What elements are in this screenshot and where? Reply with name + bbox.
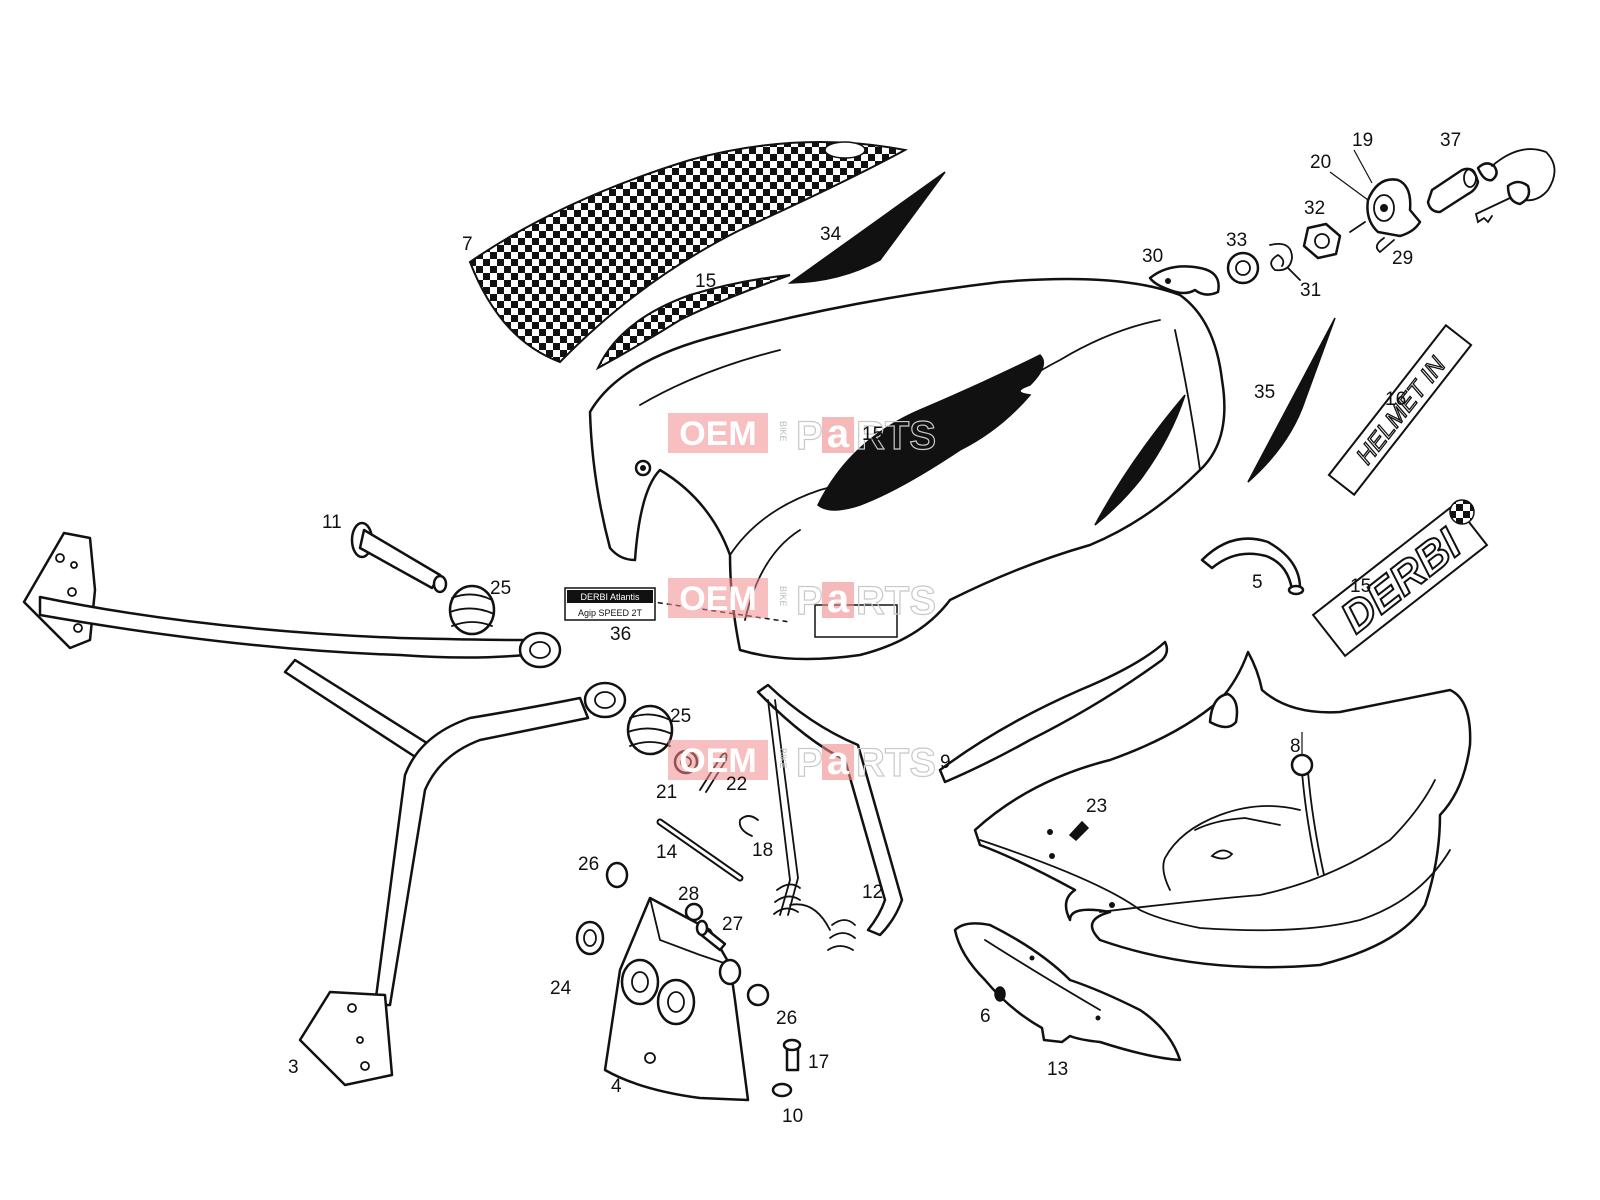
checkered-decal (468, 141, 908, 364)
callout-31: 31 (1300, 280, 1321, 301)
bush-26-upper (605, 861, 629, 889)
callout-26-a: 26 (578, 854, 599, 875)
lock-body-19-20-29 (1349, 178, 1422, 254)
callout-9: 9 (940, 752, 951, 773)
callout-12: 12 (862, 882, 883, 903)
callout-26-b: 26 (776, 1008, 797, 1029)
frame-3 (22, 531, 627, 1087)
bolt-11 (350, 521, 448, 594)
ignition-key-set-37 (1426, 148, 1556, 224)
helmet-in-text: HELMET IN (1351, 352, 1452, 470)
sticker-label-36: DERBI Atlantis Agip SPEED 2T (564, 587, 656, 621)
callout-11: 11 (322, 512, 342, 533)
circlip-18 (738, 815, 759, 837)
sticker-label-36-line2: Agip SPEED 2T (578, 608, 643, 618)
washer-26-lower (746, 983, 770, 1007)
callout-33: 33 (1226, 230, 1247, 251)
watermark-bike-1: BIKE (778, 421, 788, 442)
trim-strip-9 (938, 640, 1169, 784)
washer-28 (684, 902, 704, 922)
callout-29: 29 (1392, 248, 1413, 269)
callout-13: 13 (1047, 1059, 1068, 1080)
screw-23 (1068, 820, 1090, 842)
sticker-label-36-line1: DERBI Atlantis (580, 592, 640, 602)
watermark-bike-2: BIKE (778, 586, 788, 607)
derbi-logo-decal: DERBI (1311, 502, 1489, 658)
callout-25-a: 25 (490, 578, 511, 599)
callout-18: 18 (752, 840, 773, 861)
callout-16: 16 (1385, 389, 1406, 410)
callout-19: 19 (1352, 130, 1373, 151)
spring-31 (1269, 243, 1301, 281)
callout-7: 7 (462, 234, 473, 255)
callout-6: 6 (980, 1006, 991, 1027)
stripe-decal-15-small (595, 274, 791, 371)
callout-36: 36 (610, 624, 631, 645)
bracket-13 (953, 922, 1182, 1062)
nut-6 (994, 986, 1006, 1002)
bush-24 (575, 920, 605, 956)
helmet-storage-tray (973, 650, 1472, 969)
callout-14: 14 (656, 842, 678, 863)
callout-23: 23 (1086, 796, 1107, 817)
callout-30: 30 (1142, 246, 1163, 267)
watermark-a-1: a (827, 412, 850, 456)
bearing-33 (1226, 251, 1260, 285)
stripe-decal-34 (787, 171, 946, 284)
callout-15-a: 15 (695, 271, 716, 292)
leader-lines (1301, 149, 1373, 756)
rubber-bush-25-lower (626, 704, 674, 756)
callout-28: 28 (678, 884, 699, 905)
callout-numbers: 3 4 5 6 7 8 9 10 11 12 13 14 15 15 15 16… (288, 130, 1461, 1127)
callout-17: 17 (808, 1052, 829, 1073)
callout-35: 35 (1254, 382, 1275, 403)
clip-5 (1200, 537, 1302, 592)
stripe-decal-35 (1247, 317, 1336, 483)
watermark-p-1: P (796, 414, 823, 458)
callout-15-c: 15 (1350, 576, 1371, 597)
stand-bracket-4 (603, 896, 750, 1102)
watermark-p-2: P (796, 579, 823, 623)
callout-15-b: 15 (862, 424, 883, 445)
callout-24: 24 (550, 978, 572, 999)
watermark-oem-1: OEM (679, 415, 756, 453)
watermark-bike-3: BIKE (778, 748, 788, 769)
nut-32 (1302, 222, 1342, 260)
watermark-rts-3: RTS (856, 741, 936, 785)
callout-21: 21 (656, 782, 677, 803)
callout-20: 20 (1310, 152, 1331, 173)
watermark-a-2: a (827, 577, 850, 621)
callout-22: 22 (726, 774, 747, 795)
rear-cowl (588, 277, 1226, 661)
callout-4: 4 (611, 1076, 622, 1097)
callout-27: 27 (722, 914, 743, 935)
cable-knob-8 (1290, 753, 1314, 777)
callout-3: 3 (288, 1057, 299, 1078)
callout-5: 5 (1252, 572, 1263, 593)
watermark-oem-3: OEM (679, 742, 756, 780)
watermark-a-3: a (827, 739, 850, 783)
callout-10: 10 (782, 1106, 803, 1127)
washer-10 (771, 1082, 793, 1098)
watermark: OEM BIKE P a RTS OEM BIKE P a RTS OEM BI… (668, 412, 937, 786)
callout-37: 37 (1440, 130, 1461, 151)
watermark-rts-2: RTS (856, 579, 936, 623)
watermark-p-3: P (796, 741, 823, 785)
lock-hook-30 (1148, 265, 1220, 296)
stand-12 (756, 683, 904, 951)
helmet-in-decal: HELMET IN (1327, 323, 1473, 497)
callout-34: 34 (820, 224, 842, 245)
derbi-globe-icon (1449, 499, 1475, 525)
watermark-rts-1: RTS (856, 414, 936, 458)
watermark-oem-2: OEM (679, 580, 756, 618)
callout-32: 32 (1304, 198, 1325, 219)
callout-8: 8 (1290, 736, 1301, 757)
rubber-bush-25-upper (448, 584, 496, 636)
callout-25-b: 25 (670, 706, 691, 727)
